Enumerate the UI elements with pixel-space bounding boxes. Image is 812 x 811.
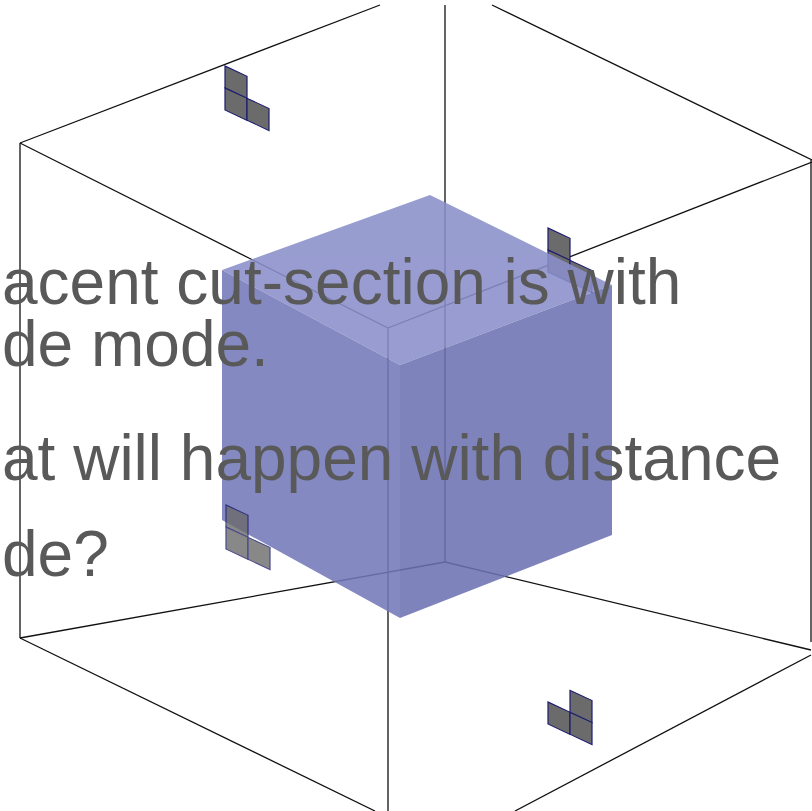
outer-cube-wireframe — [20, 5, 812, 811]
slide-text-line: de mode. — [2, 312, 269, 376]
grey-tile — [226, 505, 270, 570]
slide-text-line: de? — [2, 522, 109, 586]
slide-text-line: acent cut-section is with — [2, 250, 681, 314]
slide-text-line: at will happen with distance — [2, 426, 781, 490]
